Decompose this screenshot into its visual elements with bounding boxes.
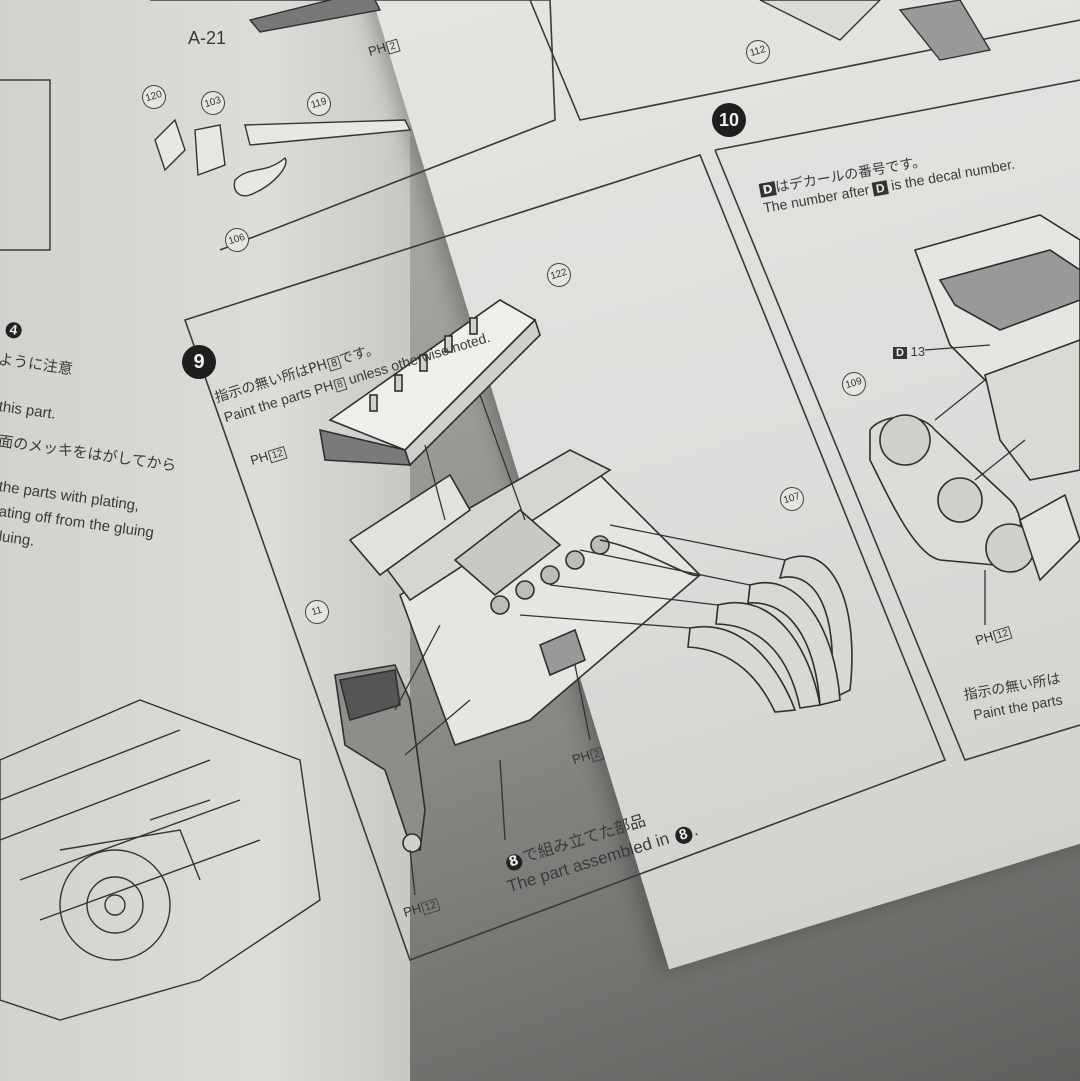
top-panel-right-border <box>529 0 1080 121</box>
step10-panel-border <box>714 79 1080 761</box>
left-chassis-frame <box>0 729 261 921</box>
left-chassis-outline <box>0 699 321 1021</box>
left-page <box>0 0 410 1081</box>
step10-number: 10 <box>712 103 746 137</box>
left-wheel <box>59 849 171 961</box>
step9-panel-border <box>183 154 947 962</box>
engine-with-belt <box>869 214 1080 582</box>
top-panel-left-border <box>150 0 556 251</box>
valve-cover-122 <box>319 299 541 467</box>
top-right-engine <box>759 0 992 61</box>
step10-arrows <box>924 344 1026 625</box>
top-small-parts <box>154 0 412 197</box>
decal-label: D 13 <box>893 344 925 359</box>
engine-block <box>348 449 702 747</box>
timing-cover-11 <box>334 664 426 853</box>
step9-number: 9 <box>182 345 216 379</box>
assembly-arrows <box>394 394 786 896</box>
top-part-label: A-21 <box>188 28 227 48</box>
manifold-pipes-107 <box>687 555 853 713</box>
left-page-box <box>0 79 51 251</box>
